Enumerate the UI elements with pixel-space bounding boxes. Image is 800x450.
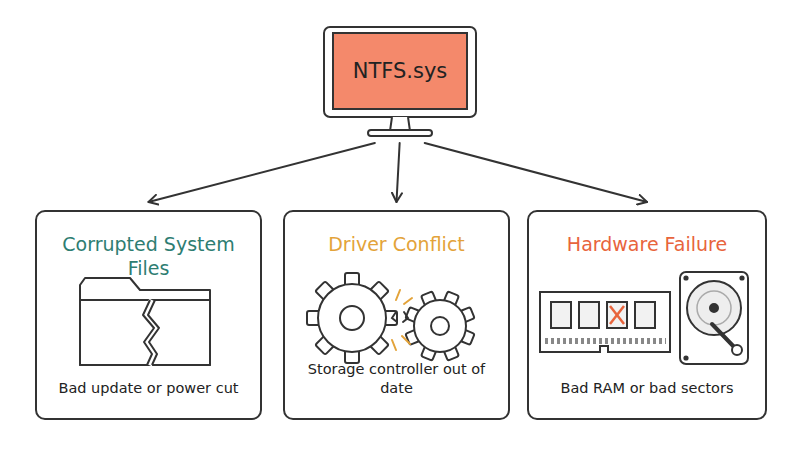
fault-mark — [610, 306, 624, 324]
cause-box: Driver ConflictStorage controller out of… — [283, 210, 510, 420]
gear-tooth — [460, 307, 475, 322]
gear-tooth — [315, 336, 334, 355]
gear-tooth — [405, 330, 420, 345]
gear-tooth — [460, 330, 475, 345]
ram-board — [540, 292, 670, 352]
cause-caption: Bad update or power cut — [43, 379, 254, 398]
folder-front — [80, 300, 210, 365]
arm-pivot — [732, 345, 742, 355]
disk-platter — [687, 281, 741, 335]
crack-line — [148, 300, 159, 365]
ram-chip — [551, 302, 571, 328]
crack-gap — [145, 300, 156, 365]
spark-mark — [392, 312, 397, 322]
gear-tooth — [345, 273, 359, 286]
monitor-neck — [390, 117, 410, 131]
monitor-node: NTFS.sys — [322, 25, 478, 140]
gear-tooth — [405, 307, 420, 322]
disk-spindle — [710, 304, 718, 312]
crack-line — [143, 300, 154, 365]
disk-track — [697, 291, 731, 325]
gear-tooth — [421, 346, 436, 361]
cause-title: Hardware Failure — [533, 232, 761, 256]
fault-mark — [610, 306, 624, 324]
gear-large — [307, 273, 397, 363]
gear-tooth — [444, 291, 459, 306]
spark-line — [404, 298, 412, 304]
disk-case — [680, 272, 748, 364]
gear-tooth — [421, 291, 436, 306]
monitor-screen — [333, 33, 467, 109]
gear-hole — [431, 317, 449, 335]
spark-line — [396, 290, 400, 300]
gear-tooth — [345, 350, 359, 363]
ram-chip — [579, 302, 599, 328]
cause-caption: Storage controller out of date — [291, 360, 502, 398]
disk-screw — [740, 276, 743, 279]
file-name: NTFS.sys — [333, 33, 467, 109]
disk-arm — [712, 324, 737, 350]
monitor-bezel — [324, 27, 476, 117]
gear-tooth — [307, 311, 320, 325]
spark-line — [392, 340, 396, 350]
cause-box: Corrupted System FilesBad update or powe… — [35, 210, 262, 420]
ram-chip — [607, 302, 627, 328]
arrow-connector — [149, 143, 375, 202]
hard-disk — [680, 272, 748, 364]
cause-box: Hardware FailureBad RAM or bad sectors — [527, 210, 767, 420]
cause-title: Corrupted System Files — [41, 232, 256, 280]
gear-body — [414, 300, 466, 352]
folder-back — [80, 278, 210, 365]
spark-line — [402, 336, 410, 344]
monitor-base — [368, 130, 432, 136]
gear-tooth — [444, 346, 459, 361]
folder-icon — [80, 278, 210, 365]
ram-chip — [635, 302, 655, 328]
spark-mark — [403, 312, 408, 322]
arrow-connector — [425, 143, 647, 202]
gear-tooth — [384, 311, 397, 325]
gear-hole — [340, 306, 364, 330]
gear-small — [405, 291, 474, 360]
disk-screw — [684, 276, 687, 279]
disk-screw — [684, 356, 687, 359]
conflict-sparks — [392, 290, 412, 350]
gear-body — [318, 284, 386, 352]
cause-caption: Bad RAM or bad sectors — [535, 379, 759, 398]
cause-title: Driver Conflict — [289, 232, 504, 256]
gear-tooth — [370, 281, 389, 300]
arrow-connector — [397, 143, 400, 202]
gear-tooth — [370, 336, 389, 355]
gear-tooth — [315, 281, 334, 300]
ram-pins — [545, 338, 666, 344]
ram-module — [540, 292, 670, 352]
